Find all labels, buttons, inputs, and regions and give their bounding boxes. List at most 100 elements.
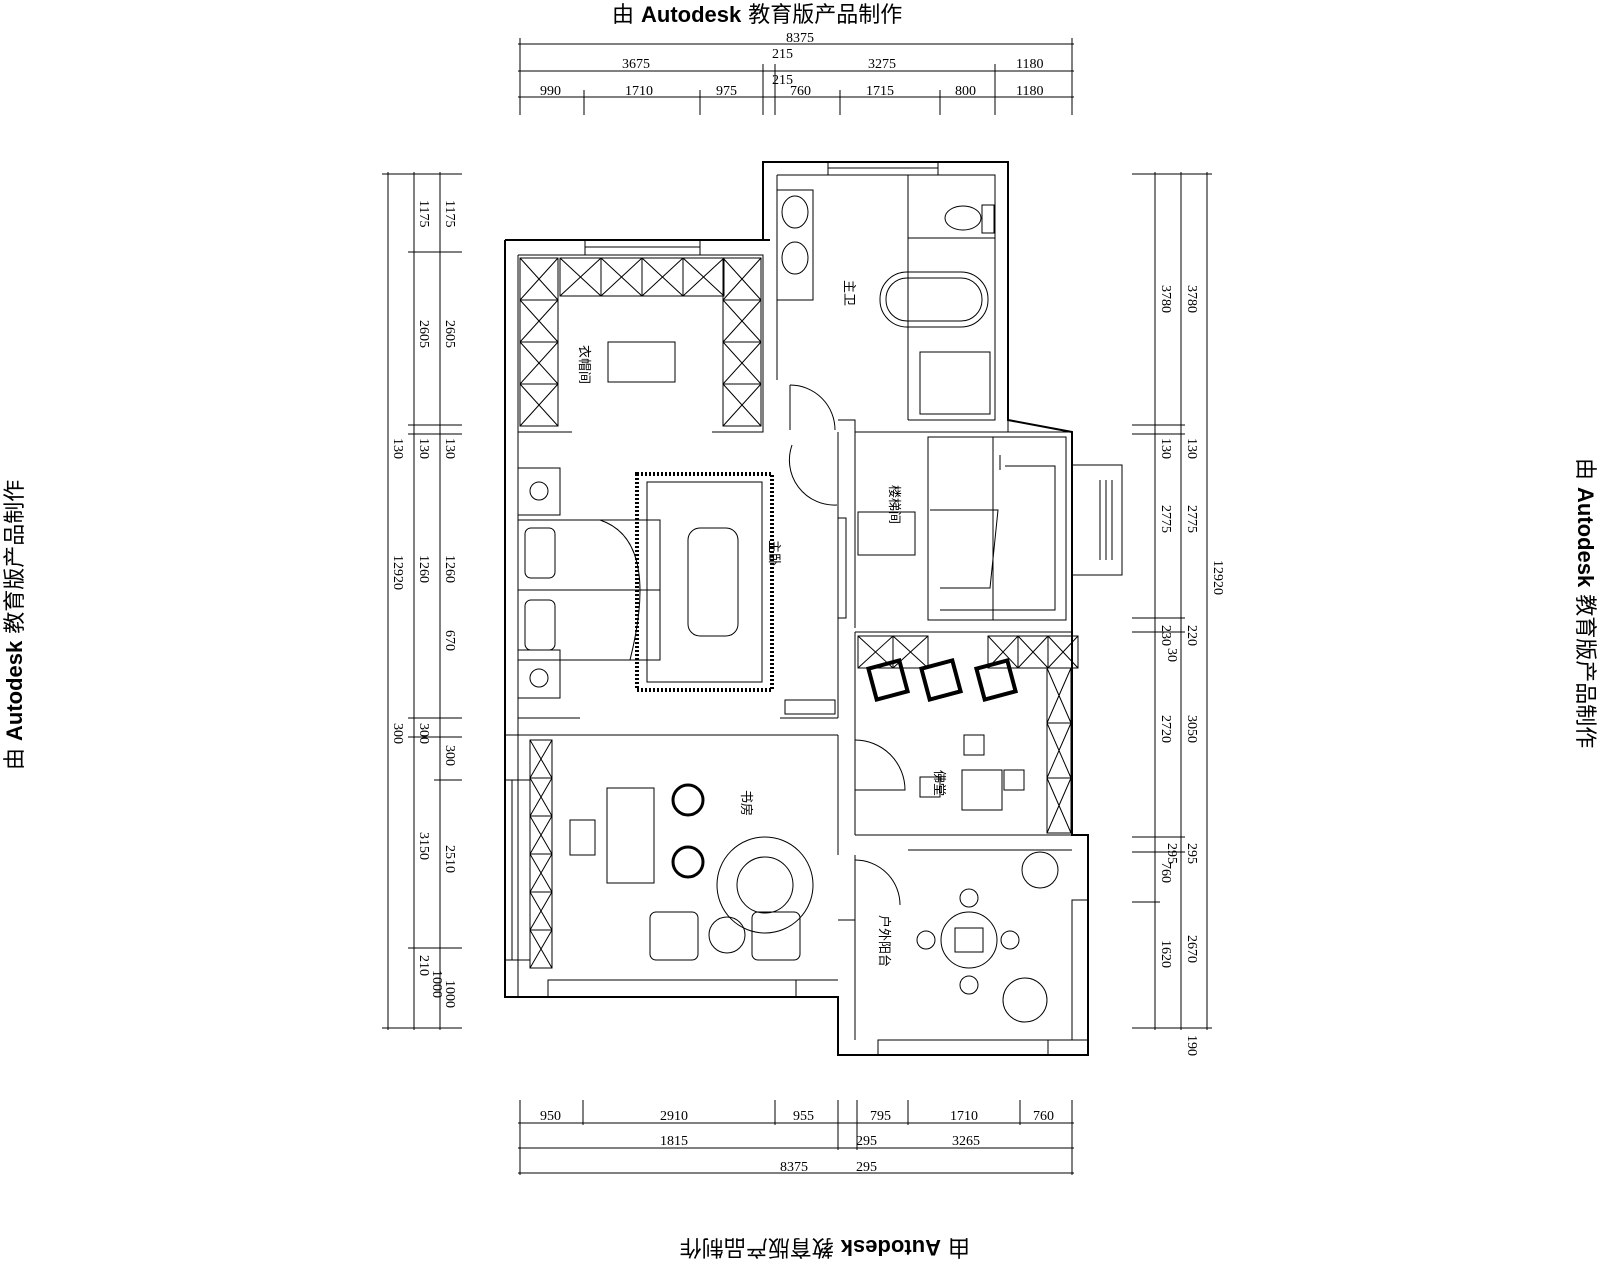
dim-label: 950 xyxy=(540,1109,561,1124)
dim-label: 300 xyxy=(390,723,405,744)
leisure-furniture xyxy=(865,657,1025,811)
cabinet-box xyxy=(641,257,684,297)
dim-label: 1180 xyxy=(1016,84,1043,99)
dim-label: 1715 xyxy=(866,84,894,99)
dim-label: 3150 xyxy=(416,832,431,860)
room-label-cloakroom: 衣帽间 xyxy=(576,345,592,384)
armchair-icon xyxy=(751,911,801,961)
dim-label: 1000 xyxy=(442,980,457,1008)
left-dim-labels: 1175 1175 2605 2605 130 130 1260 1260 12… xyxy=(390,200,457,1008)
dim-label: 2775 xyxy=(1184,505,1199,533)
sofa-icon xyxy=(687,527,739,637)
right-dimensions xyxy=(1132,172,1212,1030)
desk-icon xyxy=(606,787,655,884)
dim-label: 300 xyxy=(442,745,457,766)
dim-label: 1175 xyxy=(442,200,457,227)
shower-grate xyxy=(919,351,991,415)
dim-label: 295 xyxy=(1184,843,1199,864)
watermark-right: 由 Autodesk 教育版产品制作 xyxy=(1572,458,1598,748)
dim-label: 130 xyxy=(416,438,431,459)
study-furniture xyxy=(569,783,814,961)
room-label-study: 书房 xyxy=(738,790,754,816)
sink-icon xyxy=(781,241,809,275)
windows xyxy=(504,161,1123,1056)
cabinet-box xyxy=(1017,635,1049,669)
dim-label: 3675 xyxy=(622,57,650,72)
dim-label: 300 xyxy=(416,723,431,744)
watermark-top: 由 Autodesk 教育版产品制作 xyxy=(612,2,902,28)
cabinet-box xyxy=(559,257,602,297)
cabinet-box xyxy=(529,815,553,855)
watermark-left: 由 Autodesk 教育版产品制作 xyxy=(2,480,28,770)
dim-label: 2910 xyxy=(660,1109,688,1124)
dim-bottom-total: 8375 xyxy=(780,1160,808,1175)
room-label-master-bath: 主卫 xyxy=(841,280,856,306)
cabinet-box xyxy=(1046,722,1072,779)
dim-label: 130 xyxy=(1184,438,1199,459)
dim-label: 295 xyxy=(856,1134,877,1149)
desk-icon xyxy=(857,511,916,556)
dim-label: 760 xyxy=(1158,862,1173,883)
dim-label: 295 xyxy=(856,1160,877,1175)
dim-label: 1180 xyxy=(1016,57,1043,72)
dim-label: 760 xyxy=(1033,1109,1054,1124)
bathtub-icon xyxy=(879,271,989,328)
cabinet-box xyxy=(529,891,553,931)
cabinet-box xyxy=(529,853,553,893)
right-dim-labels: 3780 3780 130 130 2775 2775 230 30 220 2… xyxy=(1158,285,1225,1056)
dim-label: 1000 xyxy=(429,970,444,998)
dim-right-total: 12920 xyxy=(1210,560,1225,595)
dim-label: 1710 xyxy=(950,1109,978,1124)
top-dimensions xyxy=(518,38,1074,115)
dim-label: 1260 xyxy=(442,555,457,583)
cabinet-box xyxy=(722,299,762,343)
cabinet-box xyxy=(529,739,553,779)
cabinet-box xyxy=(600,257,643,297)
bathroom-fixtures xyxy=(776,189,995,415)
dim-label: 2775 xyxy=(1158,505,1173,533)
armchair-icon xyxy=(649,911,699,961)
room-label-master-bedroom: 主卧 xyxy=(766,540,781,566)
dim-label: 955 xyxy=(793,1109,814,1124)
dim-label: 3275 xyxy=(868,57,896,72)
room-label-buddha-hall: 佛堂 xyxy=(931,770,946,796)
dim-label: 1175 xyxy=(416,200,431,227)
room-label-stairwell: 楼梯间 xyxy=(886,485,901,524)
dim-label: 1815 xyxy=(660,1134,688,1149)
dim-label: 130 xyxy=(390,438,405,459)
cabinet-box xyxy=(722,341,762,385)
watermark-bottom: 由 Autodesk 教育版产品制作 xyxy=(680,1234,970,1260)
dim-label: 990 xyxy=(540,84,561,99)
cabinet-box xyxy=(682,257,725,297)
lamp-icon xyxy=(529,481,549,501)
dim-label: 215 xyxy=(772,73,793,88)
dim-label: 3780 xyxy=(1184,285,1199,313)
dim-label: 220 xyxy=(1184,625,1199,646)
pillow-icon xyxy=(524,527,556,579)
dim-label: 2720 xyxy=(1158,715,1173,743)
dim-label: 975 xyxy=(716,84,737,99)
dim-label: 3265 xyxy=(952,1134,980,1149)
dim-label: 130 xyxy=(442,438,457,459)
dim-label: 760 xyxy=(790,84,811,99)
rug-icon xyxy=(607,341,676,383)
dim-label: 1710 xyxy=(625,84,653,99)
dim-label: 215 xyxy=(772,47,793,62)
dim-label: 3050 xyxy=(1184,715,1199,743)
balcony-furniture xyxy=(916,851,1059,1023)
dim-label: 190 xyxy=(1184,1035,1199,1056)
doors xyxy=(784,384,906,921)
bed xyxy=(517,467,661,699)
stairs xyxy=(927,436,1067,621)
cabinet-box xyxy=(529,929,553,969)
dim-label: 2605 xyxy=(416,320,431,348)
cabinet-box xyxy=(519,383,559,427)
wardrobes xyxy=(519,257,1079,969)
cabinet-box xyxy=(519,299,559,343)
dim-label: 670 xyxy=(442,630,457,651)
plant-icon xyxy=(1002,977,1048,1023)
cabinet-box xyxy=(722,257,762,301)
left-dimensions xyxy=(382,172,462,1030)
dim-label: 210 xyxy=(416,955,431,976)
